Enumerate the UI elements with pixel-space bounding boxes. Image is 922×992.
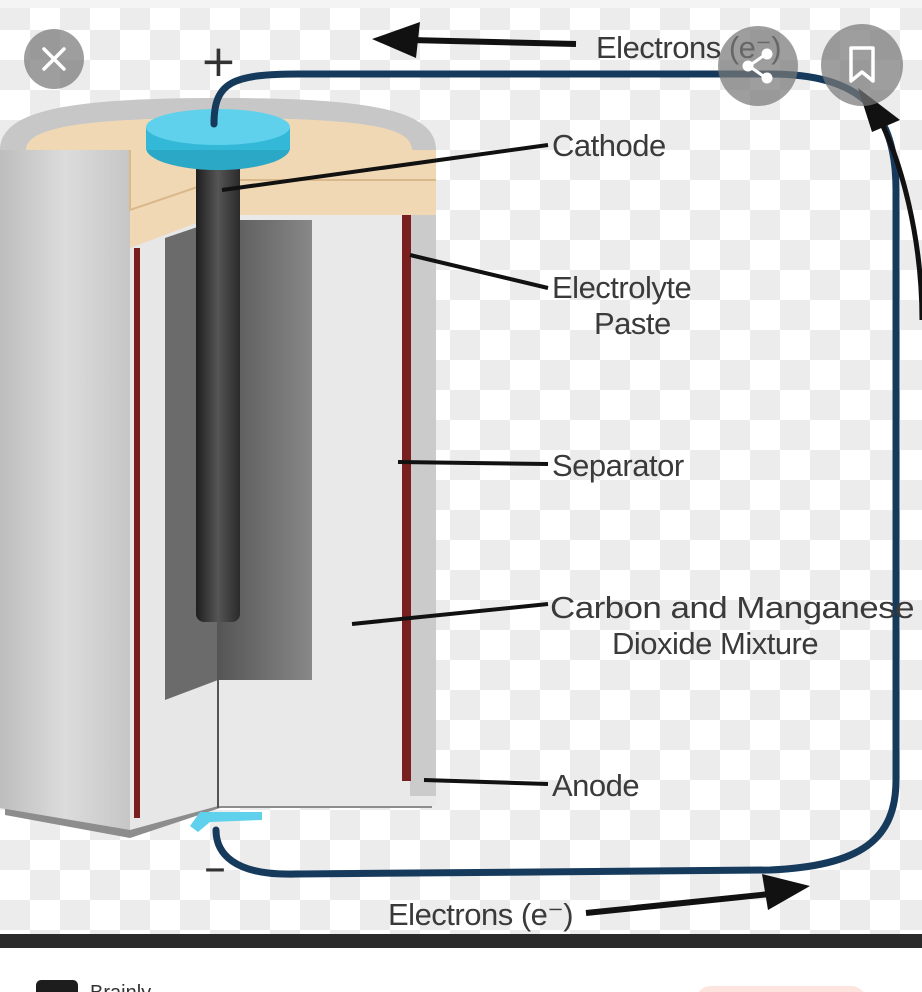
label-mixture-line1: Carbon and Manganese	[550, 590, 914, 625]
minus-sign: –	[204, 842, 226, 893]
battery-cell	[0, 98, 436, 838]
label-mixture-line2: Dioxide Mixture	[612, 626, 818, 661]
share-icon	[738, 46, 778, 86]
app-name: Brainly	[90, 982, 151, 992]
label-anode: Anode	[552, 768, 639, 803]
top-electron-arrow-line	[410, 40, 576, 44]
share-button[interactable]	[718, 26, 798, 106]
label-cathode: Cathode	[552, 128, 666, 163]
terminal-cap-top	[146, 109, 290, 145]
bookmark-icon	[846, 45, 878, 85]
app-logo	[36, 980, 78, 992]
leader-separator	[398, 462, 548, 464]
label-electrolyte-line2: Paste	[594, 306, 671, 341]
bookmark-button[interactable]	[821, 24, 903, 106]
plus-sign: +	[200, 36, 237, 87]
separator-layer-left	[134, 248, 140, 818]
action-pill-button[interactable]	[696, 986, 866, 992]
label-separator: Separator	[552, 448, 684, 483]
close-icon	[40, 45, 68, 73]
close-button[interactable]	[24, 29, 84, 89]
top-fade	[0, 0, 922, 8]
image-bottom-border	[0, 934, 922, 948]
outer-shell	[0, 150, 130, 830]
right-shell-wall	[410, 150, 436, 796]
label-electrolyte-line1: Electrolyte	[552, 270, 691, 305]
separator-layer-right	[402, 215, 411, 781]
bottom-app-bar: Brainly	[0, 948, 922, 992]
bottom-electrons-label: Electrons (e⁻)	[388, 897, 573, 932]
